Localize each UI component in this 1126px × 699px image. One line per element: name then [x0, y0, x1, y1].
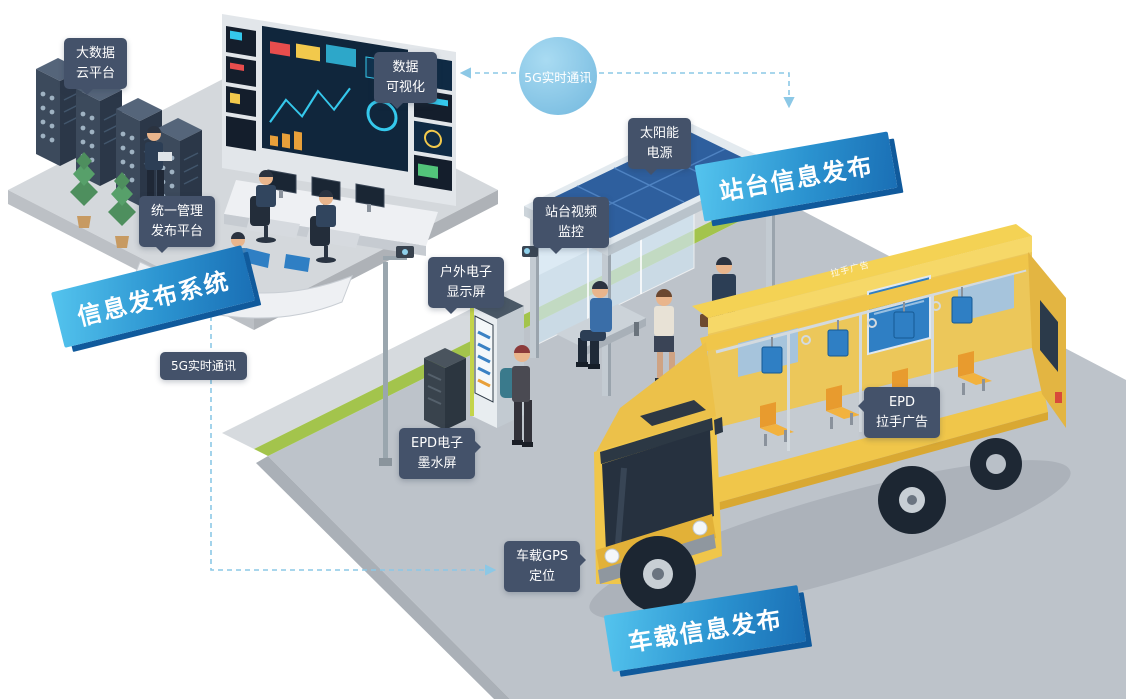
callout-tail [155, 246, 169, 260]
label-outdoor-display: 户外电子 显示屏 [428, 257, 505, 314]
street-lamp [379, 246, 414, 466]
callout-tail [80, 88, 94, 102]
label-text: 拉手广告 [876, 414, 929, 430]
label-text: 可视化 [386, 79, 426, 95]
label-text: 云平台 [76, 65, 116, 81]
label-5g-realtime-left: 5G实时通讯 [160, 352, 247, 380]
callout-tail [579, 553, 593, 567]
sitting-passenger [576, 281, 612, 369]
label-text: 大数据 [76, 46, 116, 61]
callout-tail [851, 399, 865, 413]
label-text: EPD [888, 395, 916, 410]
label-data-visualization: 数据 可视化 [374, 52, 438, 109]
label-text: 定位 [529, 568, 556, 584]
callout-tail [644, 168, 658, 182]
label-unified-management-platform: 统一管理 发布平台 [139, 196, 216, 253]
label-epd-handle-ad: EPD 拉手广告 [858, 387, 941, 438]
label-epd-eink-screen: EPD电子 墨水屏 [399, 428, 482, 479]
label-text: 统一管理 [151, 204, 204, 219]
bus-wheels [620, 466, 946, 612]
label-text: 监控 [558, 224, 585, 240]
seated-operator [310, 190, 336, 263]
label-station-video-monitor: 站台视频 监控 [533, 197, 610, 254]
seated-operator [250, 170, 276, 243]
label-text: 发布平台 [151, 223, 204, 239]
label-text: 站台视频 [545, 205, 598, 220]
label-text: 5G实时通讯 [171, 359, 236, 373]
label-text: EPD电子 [411, 436, 464, 451]
label-text: 墨水屏 [417, 455, 457, 471]
dashed-connectors [210, 67, 795, 576]
label-text: 电源 [646, 145, 673, 161]
callout-tail [474, 440, 488, 454]
standing-operator [145, 126, 172, 202]
callout-tail [549, 247, 563, 261]
label-text: 数据 [392, 60, 419, 75]
outdoor-display-kiosk [424, 293, 524, 430]
callout-tail [390, 102, 404, 116]
handrail-and-epd-ads [715, 268, 1027, 451]
badge-5g-realtime: 5G实时通讯 [519, 37, 597, 115]
backpack-pedestrian [500, 345, 533, 447]
label-text: 显示屏 [446, 284, 486, 300]
label-text: 车载GPS [516, 549, 569, 564]
badge-text: 5G实时通讯 [524, 69, 592, 85]
standing-passenger-woman [654, 289, 676, 382]
callout-tail [444, 307, 458, 321]
label-text: 太阳能 [640, 126, 680, 141]
bus-roof-top [692, 224, 1032, 318]
label-solar-power: 太阳能 电源 [628, 118, 692, 175]
label-vehicle-gps: 车载GPS 定位 [504, 541, 587, 592]
label-text: 户外电子 [440, 265, 493, 280]
label-big-data-cloud-platform: 大数据 云平台 [64, 38, 128, 95]
